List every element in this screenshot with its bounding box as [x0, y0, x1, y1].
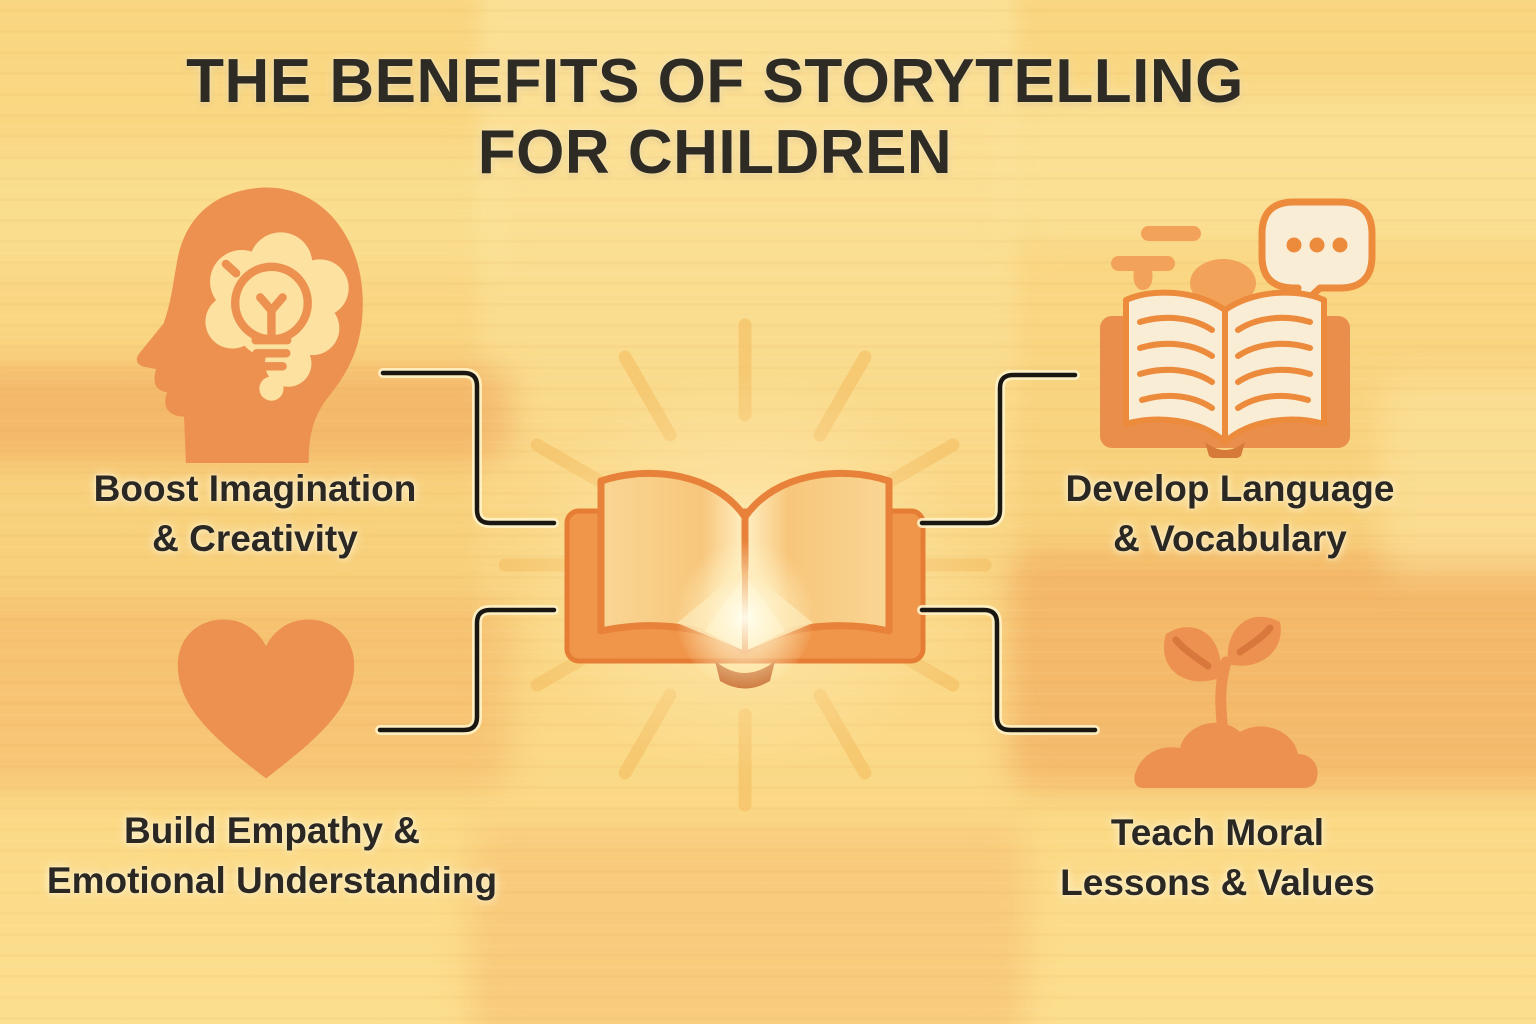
seedling-sprout-icon: [1134, 616, 1318, 788]
connector-top-right: [919, 372, 1078, 526]
page-title: THE BENEFITS OF STORYTELLING FOR CHILDRE…: [0, 46, 1440, 189]
benefit-label-moral: Teach Moral Lessons & Values: [995, 808, 1440, 908]
benefit-label-line: & Creativity: [152, 517, 358, 559]
abstract-text-marks: [1111, 226, 1201, 290]
benefit-label-line: Lessons & Values: [1060, 861, 1375, 903]
benefit-label-line: Build Empathy &: [123, 810, 421, 851]
page-text-lines: [1137, 314, 1313, 411]
benefit-label-line: Develop Language: [1065, 468, 1395, 509]
benefit-label-line: & Vocabulary: [1113, 517, 1347, 559]
heart-icon: [177, 619, 355, 779]
open-book: [564, 469, 926, 689]
title-line-1: THE BENEFITS OF STORYTELLING: [186, 47, 1244, 116]
benefit-label-empathy: Build Empathy & Emotional Understanding: [8, 806, 536, 906]
glowing-open-book-icon: [498, 318, 992, 812]
connector-bottom-left: [377, 607, 557, 733]
title-line-2: FOR CHILDREN: [477, 118, 953, 188]
soil-mound: [1134, 722, 1318, 788]
lightbulb-glyph: [221, 259, 312, 371]
open-book-speech-bubbles-icon: [1100, 198, 1376, 458]
benefit-label-imagination: Boost Imagination & Creativity: [30, 464, 480, 564]
benefit-label-language: Develop Language & Vocabulary: [1005, 464, 1455, 564]
bubble-dots: [1286, 237, 1348, 253]
benefit-label-line: Boost Imagination: [93, 468, 417, 509]
head-brain-lightbulb-icon: [136, 187, 363, 463]
benefit-label-line: Teach Moral: [1110, 812, 1325, 853]
benefit-label-line: Emotional Understanding: [46, 859, 498, 901]
connector-bottom-right: [919, 607, 1098, 733]
connector-top-left: [380, 370, 557, 526]
